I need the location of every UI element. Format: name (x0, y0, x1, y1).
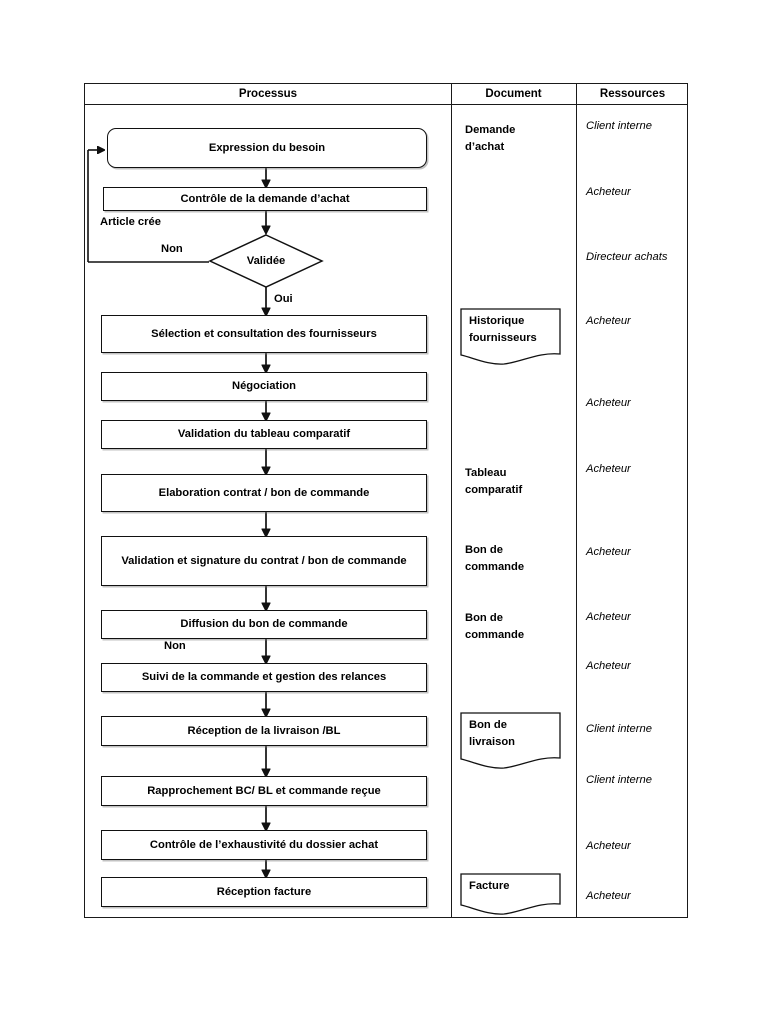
document-shape-historique-fournisseurs: Historique fournisseurs (460, 308, 561, 367)
resource-acheteur-1: Acheteur (586, 186, 631, 198)
column-header-ressources: Ressources (599, 88, 666, 100)
process-box-selection-consultation[interactable]: Sélection et consultation des fournisseu… (101, 315, 427, 353)
process-box-elaboration-contrat[interactable]: Elaboration contrat / bon de commande (101, 474, 427, 512)
resource-acheteur-5: Acheteur (586, 546, 631, 558)
process-box-rapprochement[interactable]: Rapprochement BC/ BL et commande reçue (101, 776, 427, 806)
process-box-reception-livraison[interactable]: Réception de la livraison /BL (101, 716, 427, 746)
edge-label-non-diffusion: Non (164, 640, 186, 652)
process-box-validation-signature[interactable]: Validation et signature du contrat / bon… (101, 536, 427, 586)
decision-diamond-validee[interactable]: Validée (208, 234, 324, 288)
resource-acheteur-2: Acheteur (586, 315, 631, 327)
decision-label-validee: Validée (246, 255, 286, 267)
resource-acheteur-8: Acheteur (586, 840, 631, 852)
header-row: Processus Document Ressources (85, 84, 687, 105)
document-label-bon-de-livraison: Bon de livraison (469, 719, 516, 748)
column-header-document: Document (485, 88, 542, 100)
resource-acheteur-3: Acheteur (586, 397, 631, 409)
process-box-negociation[interactable]: Négociation (101, 372, 427, 401)
document-shape-bon-de-livraison: Bon de livraison (460, 712, 561, 771)
document-bon-de-commande-1: Bon de commande (465, 544, 525, 573)
document-shape-facture: Facture (460, 873, 561, 917)
edge-label-non-validee: Non (161, 243, 183, 255)
process-box-suivi-commande[interactable]: Suivi de la commande et gestion des rela… (101, 663, 427, 692)
process-box-expression-du-besoin[interactable]: Expression du besoin (107, 128, 427, 168)
resource-acheteur-7: Acheteur (586, 660, 631, 672)
edge-label-oui-validee: Oui (274, 293, 293, 305)
resource-client-interne-1: Client interne (586, 120, 652, 132)
diagram-frame: Processus Document Ressources (84, 83, 688, 918)
column-divider-document-ressources (576, 84, 577, 917)
document-tableau-comparatif: Tableau comparatif (465, 467, 523, 496)
document-demande-achat: Demande d’achat (465, 124, 516, 153)
resource-client-interne-3: Client interne (586, 774, 652, 786)
column-header-processus: Processus (238, 88, 298, 100)
process-box-reception-facture[interactable]: Réception facture (101, 877, 427, 907)
column-divider-processus-document (451, 84, 452, 917)
resource-acheteur-9: Acheteur (586, 890, 631, 902)
process-box-controle-exhaustivite[interactable]: Contrôle de l’exhaustivité du dossier ac… (101, 830, 427, 860)
resource-acheteur-6: Acheteur (586, 611, 631, 623)
resource-client-interne-2: Client interne (586, 723, 652, 735)
process-box-diffusion-bon-commande[interactable]: Diffusion du bon de commande (101, 610, 427, 639)
resource-acheteur-4: Acheteur (586, 463, 631, 475)
document-label-historique-fournisseurs: Historique fournisseurs (469, 315, 537, 344)
document-label-facture: Facture (469, 880, 510, 892)
process-box-validation-tableau-comparatif[interactable]: Validation du tableau comparatif (101, 420, 427, 449)
edge-label-article-cree: Article crée (100, 216, 161, 228)
process-box-controle-demande-achat[interactable]: Contrôle de la demande d’achat (103, 187, 427, 211)
document-bon-de-commande-2: Bon de commande (465, 612, 525, 641)
resource-directeur-achats: Directeur achats (586, 251, 668, 263)
